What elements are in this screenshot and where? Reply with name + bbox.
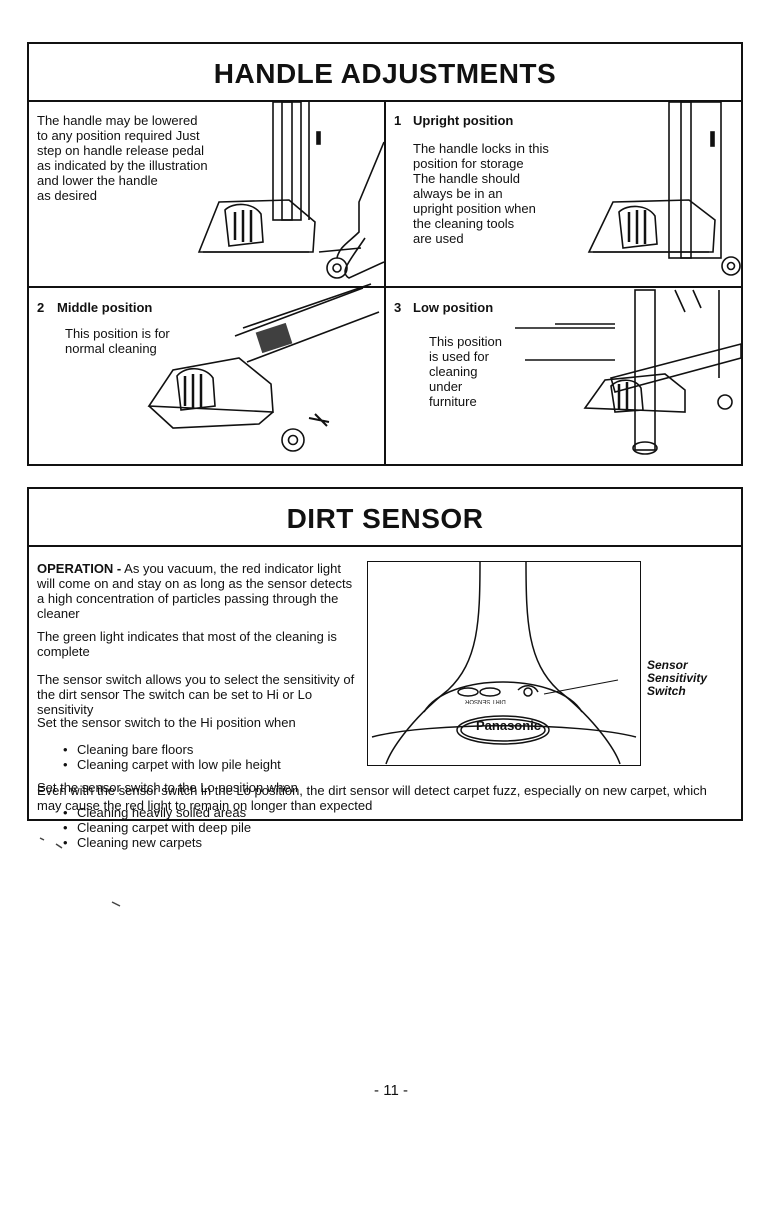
upright-vacuum-illustration: [587, 101, 741, 276]
handle-adjustments-section: HANDLE ADJUSTMENTS The handle may be low…: [27, 42, 743, 466]
middle-vacuum-illustration: [147, 283, 380, 452]
operation-paragraph: OPERATION - As you vacuum, the red indic…: [37, 561, 357, 621]
upright-number: 1: [394, 113, 402, 128]
low-body: This position is used for cleaning under…: [429, 334, 502, 409]
grid-horizontal-divider: [29, 286, 741, 288]
hi-position-list: Cleaning bare floors Cleaning carpet wit…: [63, 742, 281, 772]
vacuum-front-illustration: [371, 561, 637, 765]
lo-position-list: Cleaning heavily soiled areas Cleaning c…: [63, 805, 251, 850]
low-number: 3: [394, 300, 402, 315]
upright-body: The handle locks in this position for st…: [413, 141, 549, 246]
low-heading: Low position: [413, 300, 494, 315]
grid-vertical-divider: [384, 100, 386, 464]
page-number: - 11 -: [374, 1082, 408, 1099]
title-divider: [29, 545, 741, 547]
middle-number: 2: [37, 300, 45, 315]
list-item: Cleaning carpet with deep pile: [63, 820, 251, 835]
list-item: Cleaning heavily soiled areas: [63, 805, 251, 820]
dirt-sensor-title: DIRT SENSOR: [286, 503, 484, 534]
operation-text: As you vacuum, the red indicator light w…: [37, 561, 353, 621]
low-vacuum-illustration: [515, 289, 742, 455]
list-item: Cleaning new carpets: [63, 835, 251, 850]
operation-label: OPERATION -: [37, 561, 122, 576]
dirt-sensor-illustration-frame: DIRT SENSOR Panasonic: [367, 561, 641, 766]
lo-position-intro: Set the sensor switch to the Lo position…: [37, 780, 298, 795]
dirt-sensor-panel-label: DIRT SENSOR: [465, 698, 506, 704]
middle-heading: Middle position: [57, 300, 153, 315]
list-item: Cleaning carpet with low pile height: [63, 757, 281, 772]
hi-position-intro: Set the sensor switch to the Hi position…: [37, 715, 296, 730]
handle-intro-text: The handle may be lowered to any positio…: [37, 113, 208, 203]
green-light-paragraph: The green light indicates that most of t…: [37, 629, 337, 659]
sensor-switch-paragraph: The sensor switch allows you to select t…: [37, 672, 355, 717]
list-item: Cleaning bare floors: [63, 742, 281, 757]
middle-body: This position is for normal cleaning: [65, 326, 170, 356]
handle-adjustments-title: HANDLE ADJUSTMENTS: [213, 58, 557, 89]
upright-heading: Upright position: [413, 113, 514, 128]
foot-pedal-illustration: [197, 101, 385, 279]
sensor-sensitivity-switch-callout: Sensor Sensitivity Switch: [647, 658, 708, 698]
dirt-sensor-section: DIRT SENSOR OPERATION - As you vacuum, t…: [27, 487, 743, 850]
stray-marks: [39, 837, 121, 907]
footer-note: Even with the sensor switch in the Lo po…: [37, 783, 707, 813]
brand-logo: Panasonic: [476, 718, 542, 733]
